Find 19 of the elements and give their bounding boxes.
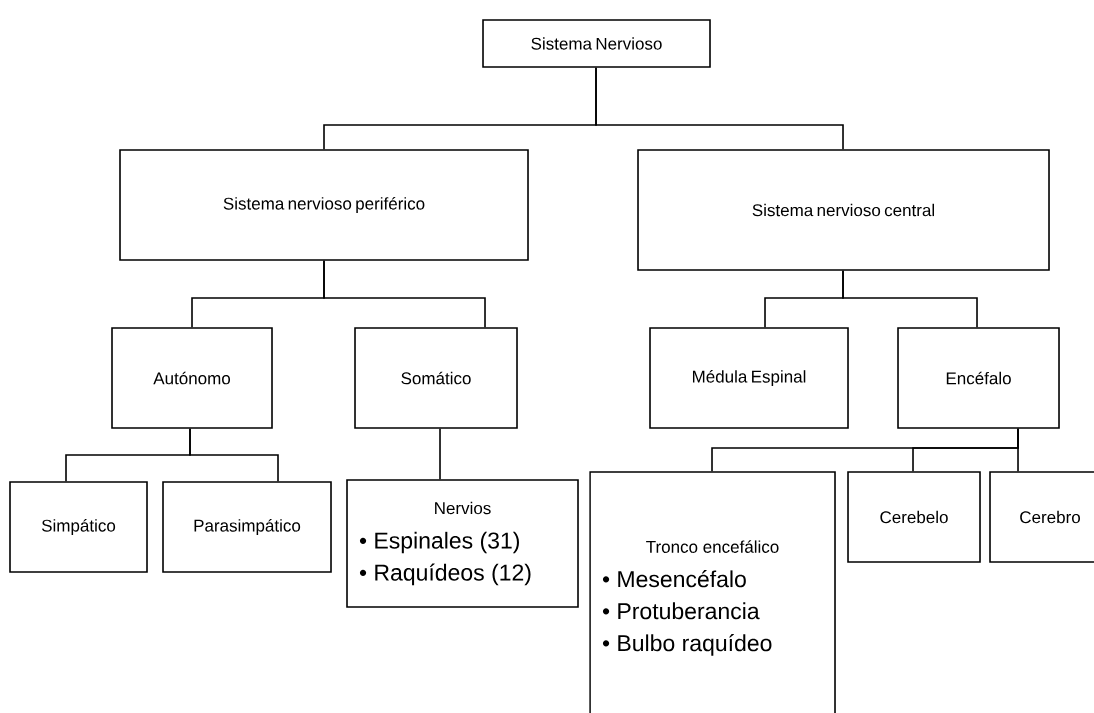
connector-line [842,270,978,328]
category-box: Nervios • Espinales (31) • Raquídeos (12) [346,479,579,608]
category-box: Sistema nervioso periférico [119,149,529,261]
category-box: Sistema nervioso central [637,149,1050,271]
connector-line [439,428,441,480]
connector-line [595,67,844,150]
category-box: Simpático [9,481,148,573]
connector-line [189,428,279,482]
category-box: Cerebelo [847,471,981,563]
category-box: Autónomo [111,327,273,429]
category-box: Somático [354,327,518,429]
connector-line [1017,428,1019,472]
category-box: Encéfalo [897,327,1060,429]
category-box: Médula Espinal [649,327,849,429]
connector-line [323,260,486,328]
category-box: Sistema Nervioso [482,19,711,68]
category-box: Cerebro [989,471,1094,563]
category-box: Parasimpático [162,481,332,573]
category-box: Tronco encefálico • Mesencéfalo • Protuberancia • Bulbo raquídeo [589,471,836,713]
